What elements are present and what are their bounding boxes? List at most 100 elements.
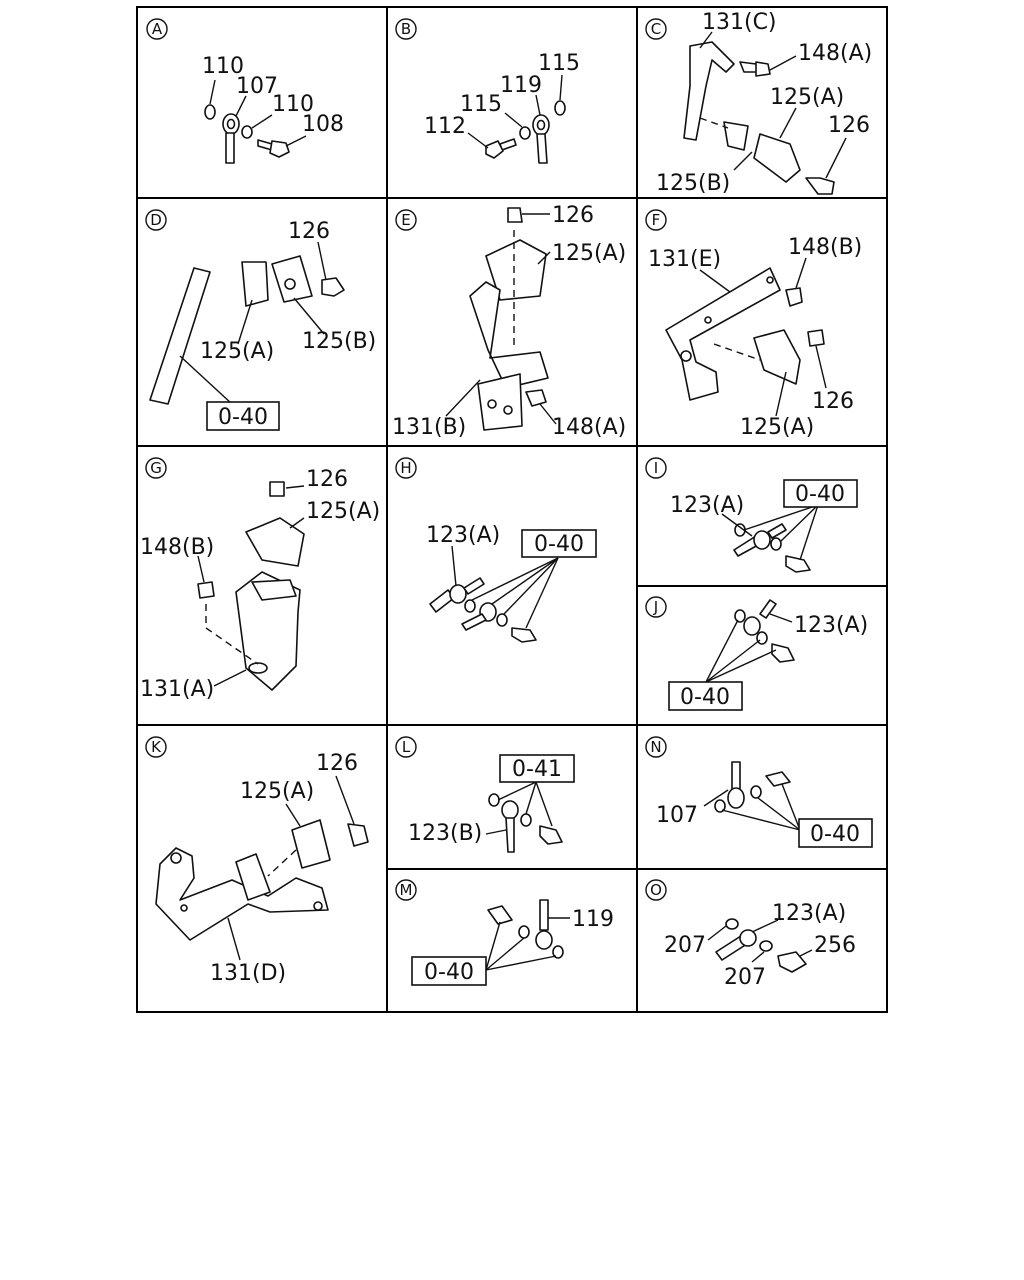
callout-label: 131(A) <box>140 677 214 702</box>
callout-label: 131(C) <box>702 10 777 35</box>
part-drawings <box>469 207 549 431</box>
panel-f: F 148(B) 131(E) 126 125(A) <box>645 209 862 440</box>
panel-id: F <box>652 211 661 229</box>
callout-label: 123(A) <box>670 493 744 518</box>
callout-label: 148(A) <box>798 41 872 66</box>
panel-id-badge: B <box>395 18 417 40</box>
reference-label: 0-40 <box>534 532 584 557</box>
panel-id-badge: C <box>645 18 667 40</box>
reference-box: 0-41 <box>499 754 575 783</box>
leader-lines <box>467 74 563 149</box>
panel-id: L <box>402 738 411 756</box>
callout-label: 125(A) <box>240 779 314 804</box>
callout-label: 115 <box>538 51 580 76</box>
part-drawings <box>485 100 566 164</box>
callout-label: 148(A) <box>552 415 626 440</box>
reference-box: 0-40 <box>411 956 487 986</box>
leader-lines <box>703 783 801 831</box>
callout-label: 119 <box>500 73 542 98</box>
part-drawings <box>487 899 564 959</box>
panel-id-badge: A <box>146 18 168 40</box>
grid-frame <box>136 6 888 1013</box>
panel-id-badge: N <box>645 736 667 758</box>
callout-label: 126 <box>828 113 870 138</box>
panel-id: I <box>654 459 658 477</box>
panel-b: B 115 119 115 112 <box>395 18 580 164</box>
part-drawings <box>733 523 811 573</box>
panel-id: A <box>152 20 163 38</box>
panel-n: N 107 0-40 <box>645 736 873 848</box>
leader-lines <box>705 613 793 683</box>
callout-label: 112 <box>424 114 466 139</box>
part-drawings <box>665 267 825 401</box>
reference-box: 0-40 <box>783 479 858 508</box>
part-drawings <box>714 761 791 813</box>
callout-label: 148(B) <box>140 535 214 560</box>
leader-lines <box>699 257 827 417</box>
callout-label: 123(A) <box>772 901 846 926</box>
panel-id-badge: E <box>395 209 417 231</box>
reference-label: 0-41 <box>512 757 562 782</box>
callout-label: 126 <box>288 219 330 244</box>
panel-l: L 123(B) 0-41 <box>395 736 575 853</box>
panel-id: H <box>400 459 411 477</box>
panel-id: J <box>653 598 658 616</box>
panel-id: O <box>650 881 662 899</box>
reference-label: 0-40 <box>424 960 474 985</box>
panel-id: M <box>400 881 413 899</box>
reference-label: 0-40 <box>218 405 268 430</box>
panel-id-badge: J <box>645 596 667 618</box>
callout-label: 123(A) <box>794 613 868 638</box>
callout-label: 126 <box>316 751 358 776</box>
callout-label: 125(B) <box>302 329 376 354</box>
panel-id-badge: G <box>145 457 167 479</box>
part-drawings <box>429 577 537 643</box>
leader-lines <box>485 781 553 835</box>
callout-label: 125(A) <box>200 339 274 364</box>
panel-g: G 126 125(A) 148(B) 131(A) <box>140 457 380 702</box>
leader-lines <box>445 213 557 425</box>
leader-lines <box>209 79 307 147</box>
panel-id: G <box>150 459 162 477</box>
part-drawings <box>683 41 835 195</box>
leader-lines <box>707 919 813 963</box>
panel-id-badge: H <box>395 457 417 479</box>
callout-label: 125(A) <box>306 499 380 524</box>
reference-label: 0-40 <box>795 482 845 507</box>
panel-k: K 126 125(A) 131(D) <box>145 736 369 986</box>
callout-label: 125(A) <box>770 85 844 110</box>
leader-lines <box>721 504 819 561</box>
panel-e: E 126 125(A) 131(B) 148(A) <box>392 203 626 440</box>
leader-lines <box>179 241 327 405</box>
reference-label: 0-40 <box>810 822 860 847</box>
reference-box: 0-40 <box>798 818 873 848</box>
part-drawings <box>149 255 345 405</box>
callout-label: 110 <box>202 54 244 79</box>
panel-id: N <box>650 738 661 756</box>
callout-label: 125(A) <box>552 241 626 266</box>
panel-o: O 123(A) 207 256 207 <box>645 879 856 990</box>
part-drawings <box>155 819 369 941</box>
callout-label: 207 <box>724 965 766 990</box>
panel-h: H 123(A) 0-40 <box>395 457 597 643</box>
panel-id-badge: I <box>645 457 667 479</box>
reference-label: 0-40 <box>680 685 730 710</box>
callout-label: 131(D) <box>210 961 286 986</box>
callout-label: 119 <box>572 907 614 932</box>
leader-lines <box>451 545 559 629</box>
callout-label: 207 <box>664 933 706 958</box>
panel-id: B <box>401 20 411 38</box>
panel-id-badge: M <box>395 879 417 901</box>
part-drawings <box>204 104 290 164</box>
leader-lines <box>485 917 570 971</box>
callout-label: 123(A) <box>426 523 500 548</box>
leader-lines <box>227 775 355 961</box>
panel-a: A 110 107 110 108 <box>146 18 344 164</box>
part-drawings <box>197 481 305 691</box>
leader-lines <box>699 31 847 179</box>
panel-j: J 123(A) 0-40 <box>645 596 868 711</box>
panel-id: E <box>401 211 410 229</box>
callout-label: 125(A) <box>740 415 814 440</box>
callout-label: 108 <box>302 112 344 137</box>
leader-lines <box>197 485 305 687</box>
